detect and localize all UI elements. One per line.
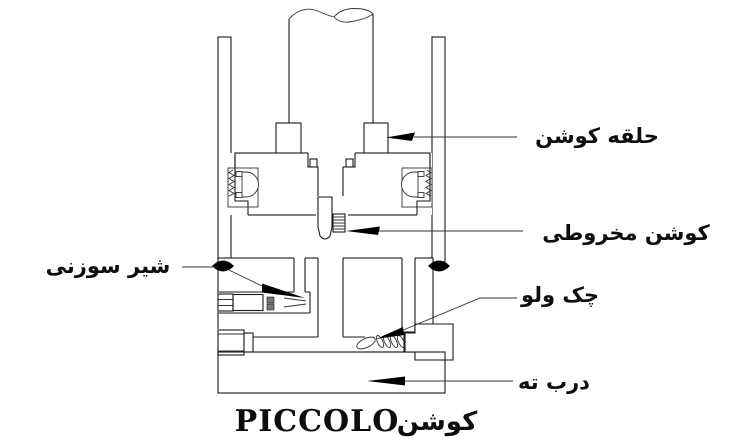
- needle-packing-top: [266, 296, 275, 304]
- piston-rod: [288, 8, 374, 123]
- cushion-bore: [318, 256, 343, 338]
- arrow-bottom-cap: [367, 376, 405, 386]
- label-check-valve: چک ولو: [520, 283, 599, 307]
- head-left-outline: [234, 153, 249, 215]
- cross-passage: [248, 337, 365, 352]
- label-conical-cushion: کوشن مخروطی: [542, 221, 710, 245]
- check-channel-walls: [401, 258, 416, 332]
- caption-farsi: کوشن: [397, 407, 478, 437]
- body-block: [216, 256, 434, 356]
- arrow-conical-cushion: [346, 226, 380, 235]
- conical-cushion-plug: [317, 196, 333, 240]
- label-bottom-cap: درب ته: [518, 370, 590, 394]
- leader-check-valve: [400, 297, 517, 332]
- arrow-cushion-ring: [386, 132, 415, 141]
- check-valve-poppet: [356, 336, 376, 350]
- callout-leaders: [182, 132, 523, 386]
- head-right-outline: [416, 153, 431, 215]
- arrow-check-valve: [376, 327, 404, 339]
- needle-seat-taper: [283, 297, 307, 308]
- bore-seal-ring-right: [345, 158, 354, 168]
- leader-needle-valve-2: [228, 269, 267, 289]
- label-cushion-ring: حلقه کوشن: [535, 124, 659, 148]
- bottom-cap-section: [217, 351, 446, 394]
- needle-valve-plug: [217, 293, 234, 312]
- lip-seal-right: [401, 171, 419, 198]
- check-channel: [402, 256, 415, 333]
- needle-plug-flats: [218, 299, 233, 306]
- arrow-needle-valve: [262, 283, 305, 298]
- rod-end-seals: [212, 260, 450, 272]
- seal-spring-left: [228, 169, 235, 197]
- cushion-bore-walls: [317, 258, 344, 337]
- bore-seal-ring-left: [309, 158, 318, 168]
- bottom-cap: [217, 351, 446, 394]
- label-needle-valve: شیر سوزنی: [46, 254, 171, 278]
- seal-backup-left-top: [235, 171, 243, 177]
- rod-break-scurve: [288, 8, 335, 20]
- rod-seal-right: [401, 167, 433, 208]
- rod-end-seal-left: [212, 260, 234, 272]
- rod-seal-left: [227, 167, 259, 208]
- needle-slot-outline: [218, 291, 311, 314]
- conical-cushion: [316, 196, 348, 243]
- seal-backup-left-bottom: [235, 192, 243, 198]
- thread-lines: [333, 216, 345, 230]
- rod-end-seal-right: [428, 260, 450, 272]
- head-notch-left: [234, 201, 248, 217]
- cushion-ring-right-half: [363, 122, 389, 155]
- cushion-ring-left-half: [275, 122, 302, 155]
- spring-coil-1: [375, 335, 385, 348]
- rod-break-loop: [333, 8, 374, 23]
- needle-channel: [294, 256, 305, 294]
- seal-backup-right-bottom: [417, 192, 425, 198]
- needle-channel-walls: [293, 258, 306, 292]
- seal-spring-right: [425, 169, 432, 197]
- caption: PICCOLO کوشن: [235, 404, 478, 439]
- callout-labels: حلقه کوشن کوشن مخروطی چک ولو درب ته شیر …: [46, 124, 711, 394]
- tie-rod-left: [217, 36, 232, 263]
- port-step: [243, 332, 254, 353]
- port-fitting: [217, 329, 254, 356]
- head-notch-right: [417, 201, 431, 217]
- boss-underlay: [405, 324, 453, 360]
- caption-product-name: PICCOLO: [235, 404, 400, 439]
- needle-holder: [232, 293, 264, 312]
- tie-rod-right: [431, 36, 446, 263]
- lip-seal-left: [241, 171, 259, 198]
- cushion-ring: [275, 122, 389, 155]
- needle-valve-assembly: [217, 293, 307, 312]
- needle-packing-bottom: [266, 303, 275, 311]
- needle-valve-slot: [218, 292, 310, 313]
- port-wall-lines: [218, 333, 244, 352]
- seal-backup-right-top: [417, 171, 425, 177]
- head-top-recess: [308, 151, 355, 167]
